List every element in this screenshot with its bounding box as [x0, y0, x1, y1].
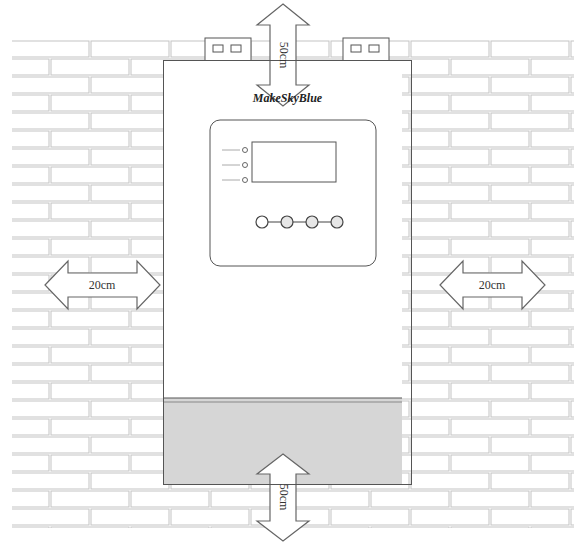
control-button: [256, 216, 343, 228]
brick-wall: [12, 40, 574, 528]
clearance-dimension: 20cm: [89, 278, 116, 293]
lcd-display: [252, 142, 336, 182]
clearance-arrow: [45, 4, 545, 541]
mounting-bracket: [205, 38, 389, 62]
device-body: [163, 60, 402, 398]
inverter-housing: MakeSkyBlue: [163, 60, 412, 485]
front-panel: [210, 120, 376, 266]
indicator-led: [222, 148, 248, 183]
clearance-dimension: 20cm: [479, 278, 506, 293]
brand-name: MakeSkyBlue: [164, 91, 411, 106]
clearance-dimension: 50cm: [276, 42, 291, 69]
clearance-dimension: 50cm: [276, 484, 291, 511]
